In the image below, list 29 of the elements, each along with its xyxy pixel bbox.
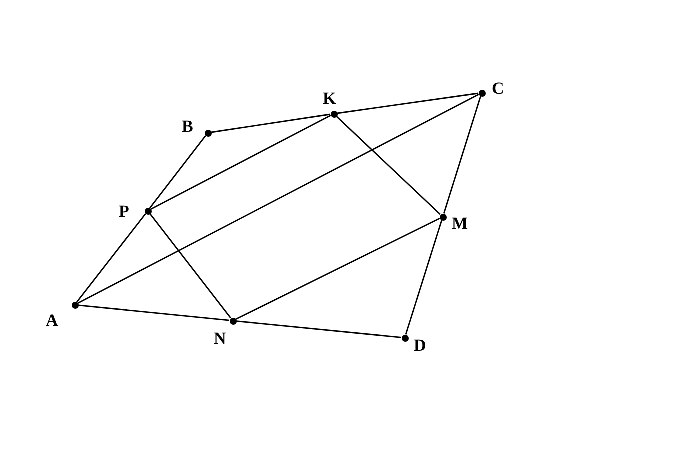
- line-segment: [150, 135, 206, 209]
- point-dot: [230, 318, 236, 324]
- point-label: C: [492, 80, 504, 97]
- line-segment: [211, 114, 331, 134]
- point-dot: [72, 302, 78, 308]
- line-segment: [336, 116, 441, 216]
- line-segment: [405, 220, 443, 335]
- point-dot: [478, 90, 486, 96]
- point-label: B: [182, 118, 194, 135]
- point-dot: [144, 208, 152, 214]
- point-label: D: [414, 337, 426, 354]
- point-dot: [330, 110, 338, 118]
- point-label: M: [452, 215, 468, 232]
- line-segment: [76, 213, 146, 303]
- line-segment: [78, 304, 230, 322]
- line-segment: [443, 96, 482, 214]
- line-segment: [236, 218, 440, 320]
- line-segment: [150, 114, 332, 210]
- line-segment: [78, 94, 480, 304]
- point-dot: [402, 334, 408, 342]
- point-dot: [440, 214, 446, 220]
- line-segment: [150, 213, 232, 319]
- point-dot: [204, 130, 212, 136]
- point-label: K: [323, 90, 336, 107]
- point-label: P: [119, 203, 130, 220]
- line-segment: [337, 92, 479, 114]
- line-segment: [236, 320, 402, 338]
- point-label: N: [214, 330, 226, 347]
- point-label: A: [46, 312, 58, 329]
